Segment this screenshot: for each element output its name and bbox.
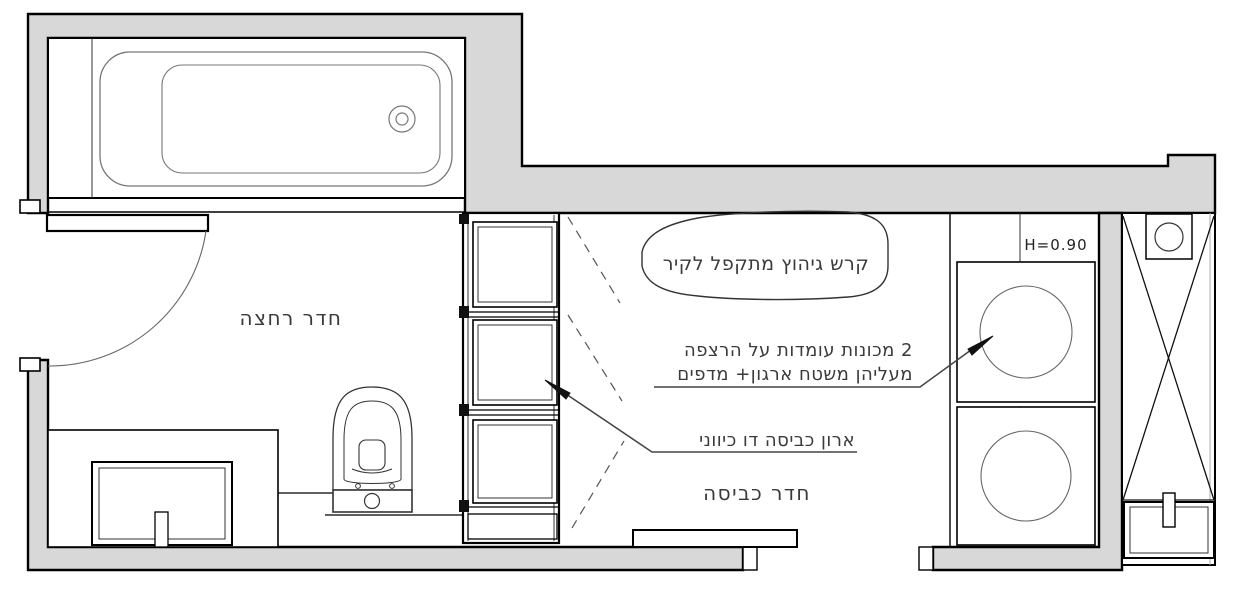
toilet-flush-button <box>363 492 381 510</box>
vent-duct-circle <box>1154 222 1184 252</box>
laundry-basin-faucet <box>1162 492 1176 528</box>
cabinet-plinth <box>467 513 558 540</box>
bathtub-rim <box>99 51 453 187</box>
machines-note-line2: מעליהן משטח ארגון+ מדפים <box>677 364 913 385</box>
cabinet-label: ארון כביסה דו כיווני <box>699 430 855 451</box>
bathtub-enclosure <box>47 37 466 199</box>
laundry-room-label: חדר כביסה <box>703 481 811 505</box>
cabinet-compartment-2-inner <box>477 324 553 401</box>
cabinet-compartment-1-inner <box>477 226 553 303</box>
toilet-screw-left <box>355 483 361 489</box>
machines-leader-arrowhead <box>967 335 994 356</box>
laundry-cabinet <box>459 211 625 545</box>
vent-box <box>1145 213 1193 260</box>
opening-jamb-right <box>918 546 934 571</box>
sliding-door-leaf <box>632 529 798 548</box>
duct-shaft <box>1121 212 1216 566</box>
sink-faucet <box>154 511 169 548</box>
vanity-counter <box>47 429 463 548</box>
bathtub-basin <box>161 64 441 174</box>
walls <box>19 12 1217 572</box>
counter-height-dimension: H=0.90 <box>1024 236 1087 254</box>
toilet-flush-flange <box>351 468 393 474</box>
door-jamb-bottom <box>19 357 41 372</box>
shaft-cross-2 <box>1122 215 1215 501</box>
door-swing-arc <box>47 230 207 367</box>
door-leaf <box>45 213 210 233</box>
cabinet-compartment-2 <box>472 319 558 406</box>
toilet <box>332 386 413 513</box>
toilet-screw-right <box>389 483 395 489</box>
ironing-board-callout: קרש גיהוץ מתקפל לקיר <box>641 210 889 301</box>
washing-machine-2-drum <box>980 430 1072 522</box>
bathtub <box>47 37 466 213</box>
cabinet-leader-arrowhead <box>544 379 571 400</box>
cabinet-compartments <box>467 221 558 540</box>
machines-note-line1: 2 מכונות עומדות על הרצפה <box>684 340 913 361</box>
washing-machines <box>949 213 1096 547</box>
cabinet-compartment-3-inner <box>477 424 553 499</box>
cabinet-shelf-dividers <box>463 311 559 508</box>
toilet-bowl-outer <box>332 386 413 491</box>
cabinet-door-swing-dashed <box>567 216 625 529</box>
machines-note: 2 מכונות עומדות על הרצפה מעליהן משטח ארג… <box>654 335 994 388</box>
ironing-board-label: קרש גיהוץ מתקפל לקיר <box>663 253 870 275</box>
toilet-flush-valve <box>358 439 386 471</box>
bathroom-label: חדר רחצה <box>240 306 343 330</box>
cabinet-note: ארון כביסה דו כיווני <box>544 379 857 453</box>
toilet-seat-inner <box>343 400 402 484</box>
cabinet-hinge-marks <box>459 214 469 512</box>
washing-machine-1 <box>956 261 1096 403</box>
cabinet-compartment-1 <box>472 221 558 308</box>
door-jamb-top <box>19 199 41 214</box>
bathtub-drain-inner <box>395 112 409 126</box>
bathroom-door <box>45 213 210 367</box>
washing-machine-2 <box>956 406 1096 546</box>
cabinet-compartment-3 <box>472 419 558 504</box>
opening-jamb-left <box>742 546 758 571</box>
cabinet-leader-line <box>565 393 857 453</box>
washing-machine-1-drum <box>979 285 1073 379</box>
bathtub-drain-outer <box>388 105 416 133</box>
machines-leader-line <box>654 349 972 388</box>
callout-bubble <box>641 210 889 301</box>
